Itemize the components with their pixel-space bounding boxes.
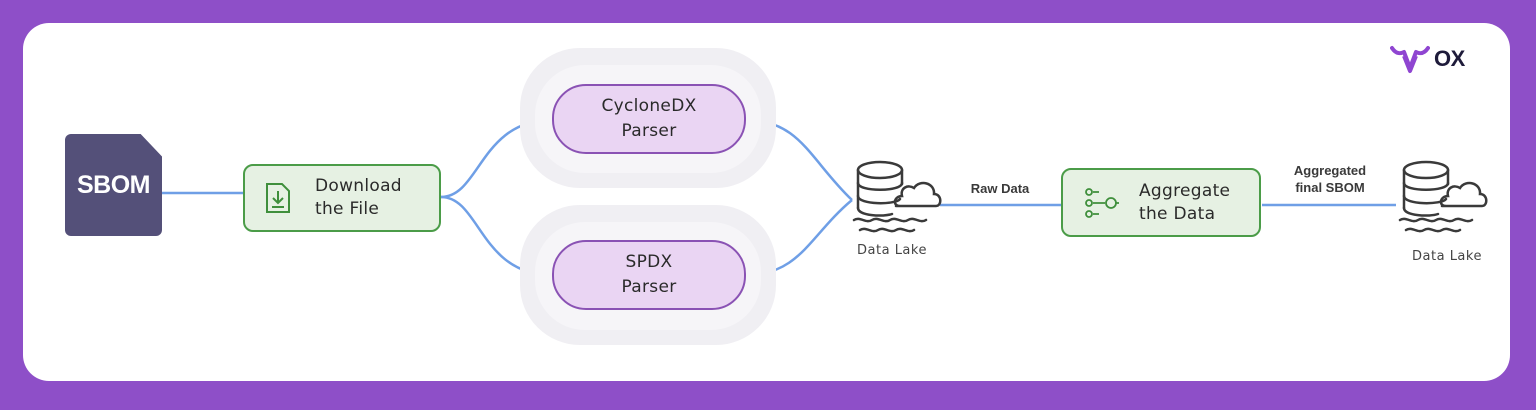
ox-logo[interactable]: OX bbox=[1390, 44, 1465, 74]
data-lake-2-label: Data Lake bbox=[1412, 249, 1482, 264]
sbom-node[interactable]: SBOM bbox=[65, 134, 162, 236]
download-file-icon bbox=[266, 183, 290, 213]
aggregate-node[interactable]: Aggregate the Data bbox=[1061, 168, 1261, 237]
logo-text: OX bbox=[1434, 46, 1465, 71]
aggregate-label: Aggregate the Data bbox=[1139, 180, 1231, 224]
aggregated-sbom-label: Aggregated final SBOM bbox=[1293, 163, 1367, 195]
spdx-node[interactable]: SPDX Parser bbox=[552, 240, 746, 310]
cyclonedx-label: CycloneDX Parser bbox=[601, 96, 697, 141]
flow-icon bbox=[1085, 187, 1119, 218]
raw-data-label: Raw Data bbox=[970, 181, 1030, 196]
database-cloud-icon bbox=[852, 160, 942, 233]
ox-head-icon bbox=[1390, 46, 1430, 73]
spdx-label: SPDX Parser bbox=[621, 252, 677, 297]
download-node[interactable]: Download the File bbox=[243, 164, 441, 232]
download-label: Download the File bbox=[315, 176, 402, 219]
database-cloud-icon bbox=[1398, 160, 1488, 233]
cyclonedx-node[interactable]: CycloneDX Parser bbox=[552, 84, 746, 154]
data-lake-1-label: Data Lake bbox=[857, 243, 927, 258]
sbom-label: SBOM bbox=[77, 170, 151, 199]
